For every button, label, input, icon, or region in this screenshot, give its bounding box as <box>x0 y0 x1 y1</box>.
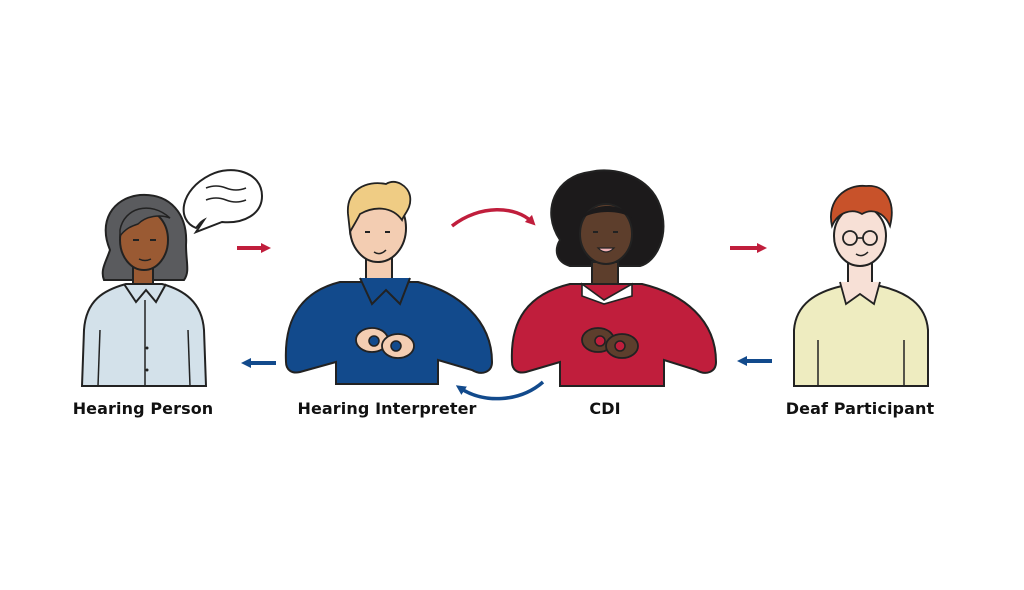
label-hearing-interpreter: Hearing Interpreter <box>297 399 477 418</box>
curved-arrow-right-icon <box>450 208 536 228</box>
label-deaf-participant: Deaf Participant <box>785 399 935 418</box>
backward-arrows <box>241 356 772 401</box>
hearing-interpreter-figure <box>284 181 494 385</box>
hearing-person-figure <box>80 193 208 387</box>
label-hearing-person: Hearing Person <box>72 399 214 418</box>
label-cdi: CDI <box>589 399 621 418</box>
deaf-participant-figure <box>793 185 929 387</box>
cdi-figure <box>510 169 718 387</box>
speech-bubble-icon <box>182 169 264 235</box>
curved-arrow-left-icon <box>455 380 545 401</box>
forward-arrows <box>237 208 767 253</box>
